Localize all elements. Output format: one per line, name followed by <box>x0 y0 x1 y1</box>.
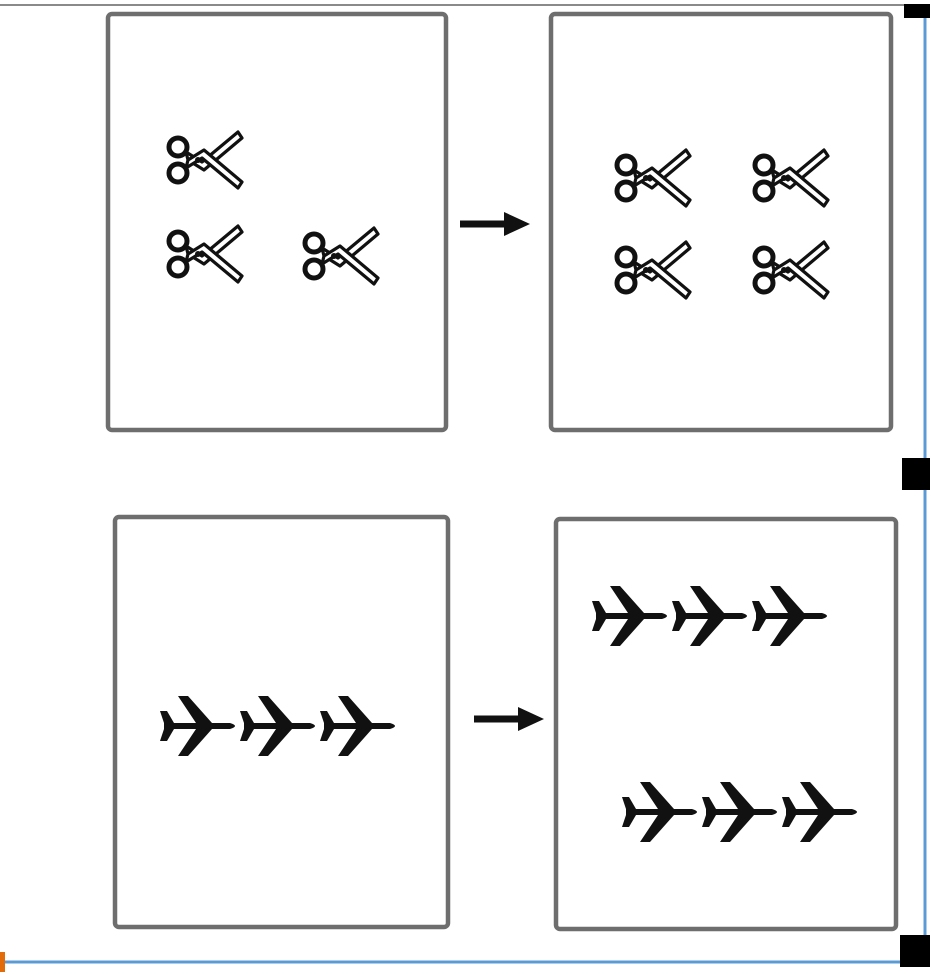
selection-handle-middle[interactable] <box>902 458 930 490</box>
selection-handle-top[interactable] <box>904 4 930 18</box>
scissors-after-panel <box>548 11 894 433</box>
right-arrow-icon <box>474 707 544 731</box>
airplane-row <box>112 514 899 932</box>
scissors-before-panel <box>105 11 449 433</box>
selection-handle-bottom[interactable] <box>900 935 930 967</box>
airplane-after-panel <box>553 516 899 932</box>
right-arrow-icon <box>460 212 530 236</box>
scissors-row <box>105 11 894 433</box>
corner-mark <box>0 952 5 972</box>
